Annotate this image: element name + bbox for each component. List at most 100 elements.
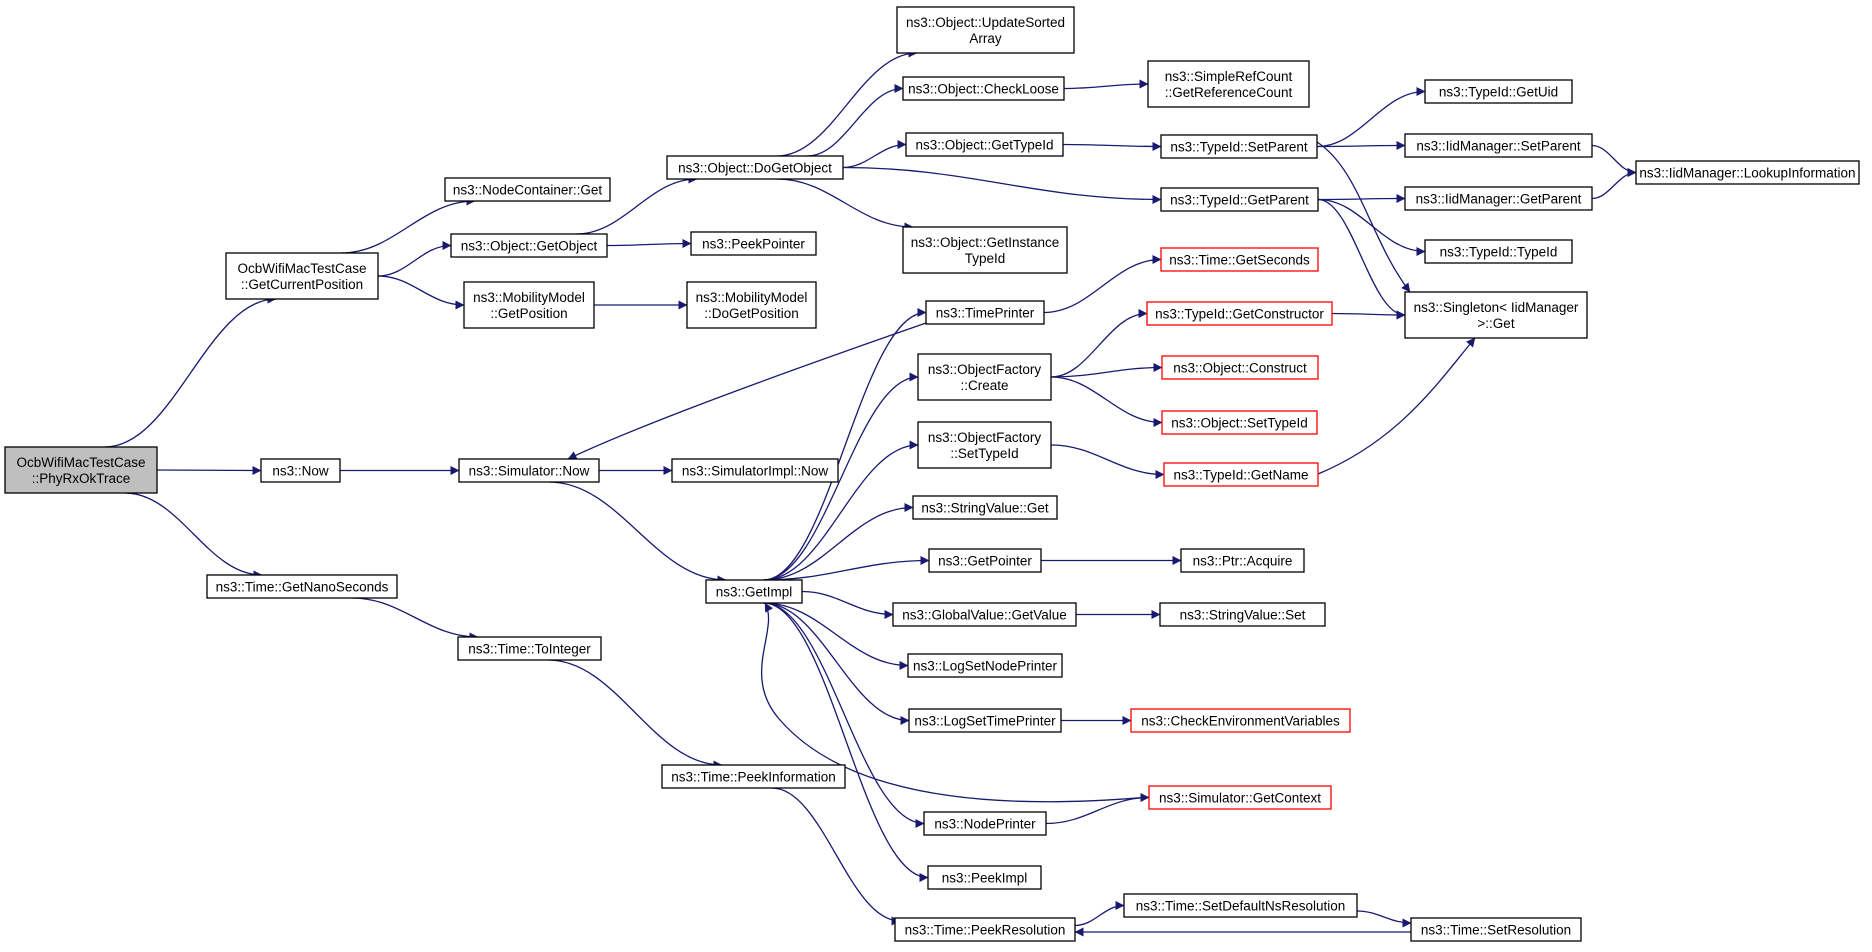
node-mobilityGetPosition[interactable]: ns3::MobilityModel::GetPosition — [463, 281, 595, 329]
node-stringValueSet[interactable]: ns3::StringValue::Set — [1159, 602, 1326, 627]
node-label: ns3::TypeId::GetUid — [1439, 85, 1558, 100]
call-edges — [104, 48, 1637, 937]
node-box — [260, 458, 341, 483]
node-label: ns3::Simulator::GetContext — [1159, 791, 1321, 806]
node-typeIdGetParent[interactable]: ns3::TypeId::GetParent — [1160, 187, 1319, 212]
node-ptrAcquire[interactable]: ns3::Ptr::Acquire — [1180, 548, 1305, 573]
node-label: >::Get — [1477, 316, 1514, 331]
node-getObject[interactable]: ns3::Object::GetObject — [450, 233, 608, 258]
node-timeGetSeconds[interactable]: ns3::Time::GetSeconds — [1160, 247, 1319, 272]
node-root[interactable]: OcbWifiMacTestCase::PhyRxOkTrace — [4, 446, 158, 494]
node-peekInformation[interactable]: ns3::Time::PeekInformation — [661, 764, 846, 789]
node-typeIdTypeId[interactable]: ns3::TypeId::TypeId — [1424, 239, 1573, 264]
node-label: ::DoGetPosition — [704, 306, 799, 321]
edge-setDefaultNsRes-setResolution — [1356, 910, 1412, 928]
node-label: ns3::TypeId::GetConstructor — [1155, 307, 1324, 322]
node-box — [1147, 60, 1310, 108]
node-box — [1160, 247, 1319, 272]
node-getNanoSeconds[interactable]: ns3::Time::GetNanoSeconds — [206, 574, 398, 599]
node-label: ns3::Time::SetDefaultNsResolution — [1136, 899, 1346, 914]
node-getTypeId[interactable]: ns3::Object::GetTypeId — [905, 132, 1064, 157]
node-nodePrinter[interactable]: ns3::NodePrinter — [923, 811, 1047, 836]
node-objectConstruct[interactable]: ns3::Object::Construct — [1161, 355, 1319, 380]
edge-getObject-doGetObject — [575, 174, 698, 235]
edge-timePrinter-timeGetSeconds — [1043, 255, 1162, 314]
node-simGetContext[interactable]: ns3::Simulator::GetContext — [1148, 785, 1332, 810]
node-box — [902, 76, 1065, 101]
edge-timePrinter-simulatorNow — [567, 322, 927, 460]
edge-typeIdGetParent-typeIdTypeId — [1317, 198, 1426, 256]
node-box — [444, 177, 611, 202]
node-getImpl[interactable]: ns3::GetImpl — [705, 579, 803, 604]
node-typeIdSetParent[interactable]: ns3::TypeId::SetParent — [1160, 134, 1318, 159]
node-checkLoose[interactable]: ns3::Object::CheckLoose — [902, 76, 1065, 101]
edge-simGetContext-getImpl — [761, 602, 1150, 803]
edge-getImpl-stringValueGet — [763, 503, 914, 581]
node-logSetNodePrinter[interactable]: ns3::LogSetNodePrinter — [907, 653, 1063, 678]
node-doGetPosition[interactable]: ns3::MobilityModel::DoGetPosition — [686, 281, 817, 329]
node-lookupInformation[interactable]: ns3::IidManager::LookupInformation — [1635, 160, 1860, 185]
node-label: ns3::Object::GetObject — [461, 239, 598, 254]
node-box — [206, 574, 398, 599]
node-box — [923, 811, 1047, 836]
node-label: ns3::TypeId::TypeId — [1440, 245, 1558, 260]
node-box — [686, 281, 817, 329]
node-simulatorNow[interactable]: ns3::Simulator::Now — [458, 458, 600, 483]
node-iidSetParent[interactable]: ns3::IidManager::SetParent — [1404, 133, 1593, 158]
node-singletonGet[interactable]: ns3::Singleton< IidManager >::Get — [1404, 291, 1588, 339]
node-timePrinter[interactable]: ns3::TimePrinter — [925, 300, 1045, 325]
node-ofCreate[interactable]: ns3::ObjectFactory::Create — [917, 353, 1052, 401]
edge-peekInformation-peekResolution — [771, 787, 901, 926]
node-label: ns3::Time::GetNanoSeconds — [216, 580, 389, 595]
node-label: ns3::Object::SetTypeId — [1171, 416, 1308, 431]
node-stringValueGet[interactable]: ns3::StringValue::Get — [912, 495, 1058, 520]
node-box — [1180, 548, 1305, 573]
node-peekPointer[interactable]: ns3::PeekPointer — [690, 231, 817, 256]
node-nodeContainerGet[interactable]: ns3::NodeContainer::Get — [444, 177, 611, 202]
node-getCurrentPosition[interactable]: OcbWifiMacTestCase::GetCurrentPosition — [225, 252, 379, 300]
node-objectSetTypeId[interactable]: ns3::Object::SetTypeId — [1161, 410, 1318, 435]
node-box — [1123, 893, 1358, 918]
edge-iidGetParent-lookupInformation — [1591, 168, 1637, 200]
edge-doGetObject-typeIdGetParent — [842, 166, 1162, 204]
node-ofSetTypeId[interactable]: ns3::ObjectFactory::SetTypeId — [917, 421, 1052, 469]
node-iidGetParent[interactable]: ns3::IidManager::GetParent — [1404, 186, 1593, 211]
node-label: ns3::IidManager::LookupInformation — [1639, 166, 1855, 181]
node-typeIdGetName[interactable]: ns3::TypeId::GetName — [1163, 462, 1319, 487]
node-setResolution[interactable]: ns3::Time::SetResolution — [1410, 917, 1582, 942]
node-box — [1148, 785, 1332, 810]
edge-root-getNanoSeconds — [124, 492, 263, 580]
node-toInteger[interactable]: ns3::Time::ToInteger — [457, 636, 602, 661]
node-setDefaultNsRes[interactable]: ns3::Time::SetDefaultNsResolution — [1123, 893, 1358, 918]
node-box — [671, 458, 839, 483]
node-getReferenceCount[interactable]: ns3::SimpleRefCount::GetReferenceCount — [1147, 60, 1310, 108]
node-getPointer[interactable]: ns3::GetPointer — [928, 548, 1042, 573]
node-now[interactable]: ns3::Now — [260, 458, 341, 483]
edge-doGetObject-checkLoose — [806, 84, 904, 157]
node-peekImpl[interactable]: ns3::PeekImpl — [927, 865, 1042, 890]
node-typeIdGetUid[interactable]: ns3::TypeId::GetUid — [1424, 79, 1573, 104]
node-label: ::GetPosition — [490, 306, 567, 321]
node-simImplNow[interactable]: ns3::SimulatorImpl::Now — [671, 458, 839, 483]
node-box — [917, 421, 1052, 469]
node-label: ns3::TypeId::GetName — [1173, 468, 1308, 483]
node-box — [458, 458, 600, 483]
node-label: ns3::ObjectFactory — [928, 362, 1042, 377]
node-getConstructor[interactable]: ns3::TypeId::GetConstructor — [1146, 301, 1333, 326]
node-label: ns3::GetImpl — [716, 585, 793, 600]
edge-getImpl-logSetNodePrinter — [763, 602, 909, 670]
node-box — [1410, 917, 1582, 942]
edge-typeIdSetParent-typeIdGetUid — [1316, 87, 1426, 148]
node-doGetObject[interactable]: ns3::Object::DoGetObject — [666, 155, 844, 180]
node-logSetTimePrinter[interactable]: ns3::LogSetTimePrinter — [908, 708, 1062, 733]
edge-typeIdSetParent-iidSetParent — [1316, 141, 1406, 151]
node-peekResolution[interactable]: ns3::Time::PeekResolution — [894, 917, 1076, 942]
node-label: ns3::Time::PeekInformation — [671, 770, 836, 785]
node-gvGetValue[interactable]: ns3::GlobalValue::GetValue — [892, 602, 1077, 627]
node-label: ns3::SimulatorImpl::Now — [682, 464, 829, 479]
node-checkEnvVars[interactable]: ns3::CheckEnvironmentVariables — [1130, 708, 1351, 733]
node-box — [705, 579, 803, 604]
